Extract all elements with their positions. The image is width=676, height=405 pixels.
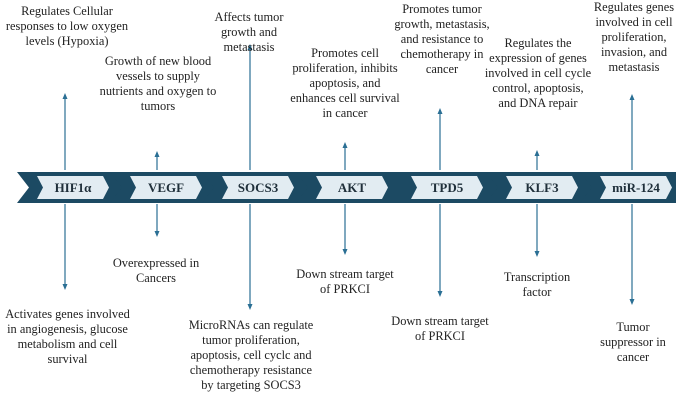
- gene-function-top: Promotes tumor growth, metastasis, and r…: [394, 2, 490, 76]
- arrow-down-icon: [342, 249, 348, 255]
- arrow-up-icon: [154, 151, 160, 157]
- gene-function-top: Promotes cell proliferation, inhibits ap…: [290, 46, 400, 120]
- arrow-down-icon: [62, 284, 68, 290]
- gene-name: KLF3: [525, 180, 559, 195]
- gene-name: HIF1α: [55, 180, 93, 195]
- gene-label-box: [600, 176, 672, 199]
- gene-label-box: [506, 176, 578, 199]
- arrow-up-icon: [342, 142, 348, 148]
- arrow-up-icon: [534, 150, 540, 156]
- gene-function-bottom: Overexpressed in Cancers: [112, 256, 200, 285]
- gene-function-top: Regulates the expression of genes involv…: [484, 36, 592, 110]
- gene-name: TPD5: [431, 180, 464, 195]
- gene-label-box: [316, 176, 388, 199]
- arrow-up-icon: [629, 94, 635, 100]
- gene-function-top: Regulates Cellular responses to low oxyg…: [5, 4, 129, 48]
- arrow-down-icon: [247, 304, 253, 310]
- gene-label-box: [130, 176, 202, 199]
- gene-function-top: Affects tumor growth and metastasis: [214, 10, 284, 54]
- gene-function-bottom: MicroRNAs can regulate tumor proliferati…: [188, 318, 314, 392]
- gene-function-bottom: Down stream target of PRKCI: [391, 314, 489, 343]
- gene-name: VEGF: [148, 180, 184, 195]
- arrow-down-icon: [154, 231, 160, 237]
- gene-function-bottom: Transcription factor: [503, 270, 571, 299]
- arrow-up-icon: [62, 93, 68, 99]
- gene-function-top: Regulates genes involved in cell prolife…: [593, 0, 675, 74]
- gene-function-bottom: Activates genes involved in angiogenesis…: [5, 307, 130, 366]
- arrow-up-icon: [437, 108, 443, 114]
- arrow-down-icon: [534, 251, 540, 257]
- gene-function-bottom: Down stream target of PRKCI: [296, 267, 394, 296]
- gene-name: miR-124: [612, 180, 660, 195]
- gene-function-top: Growth of new blood vessels to supply nu…: [99, 54, 217, 113]
- gene-name: AKT: [338, 180, 367, 195]
- gene-label-box: [411, 176, 483, 199]
- gene-label-box: [222, 176, 294, 199]
- arrow-up-icon: [247, 44, 253, 50]
- arrow-down-icon: [437, 291, 443, 297]
- gene-label-box: [37, 176, 109, 199]
- gene-name: SOCS3: [238, 180, 279, 195]
- arrow-down-icon: [629, 299, 635, 305]
- gene-function-bottom: Tumor suppressor in cancer: [600, 320, 666, 364]
